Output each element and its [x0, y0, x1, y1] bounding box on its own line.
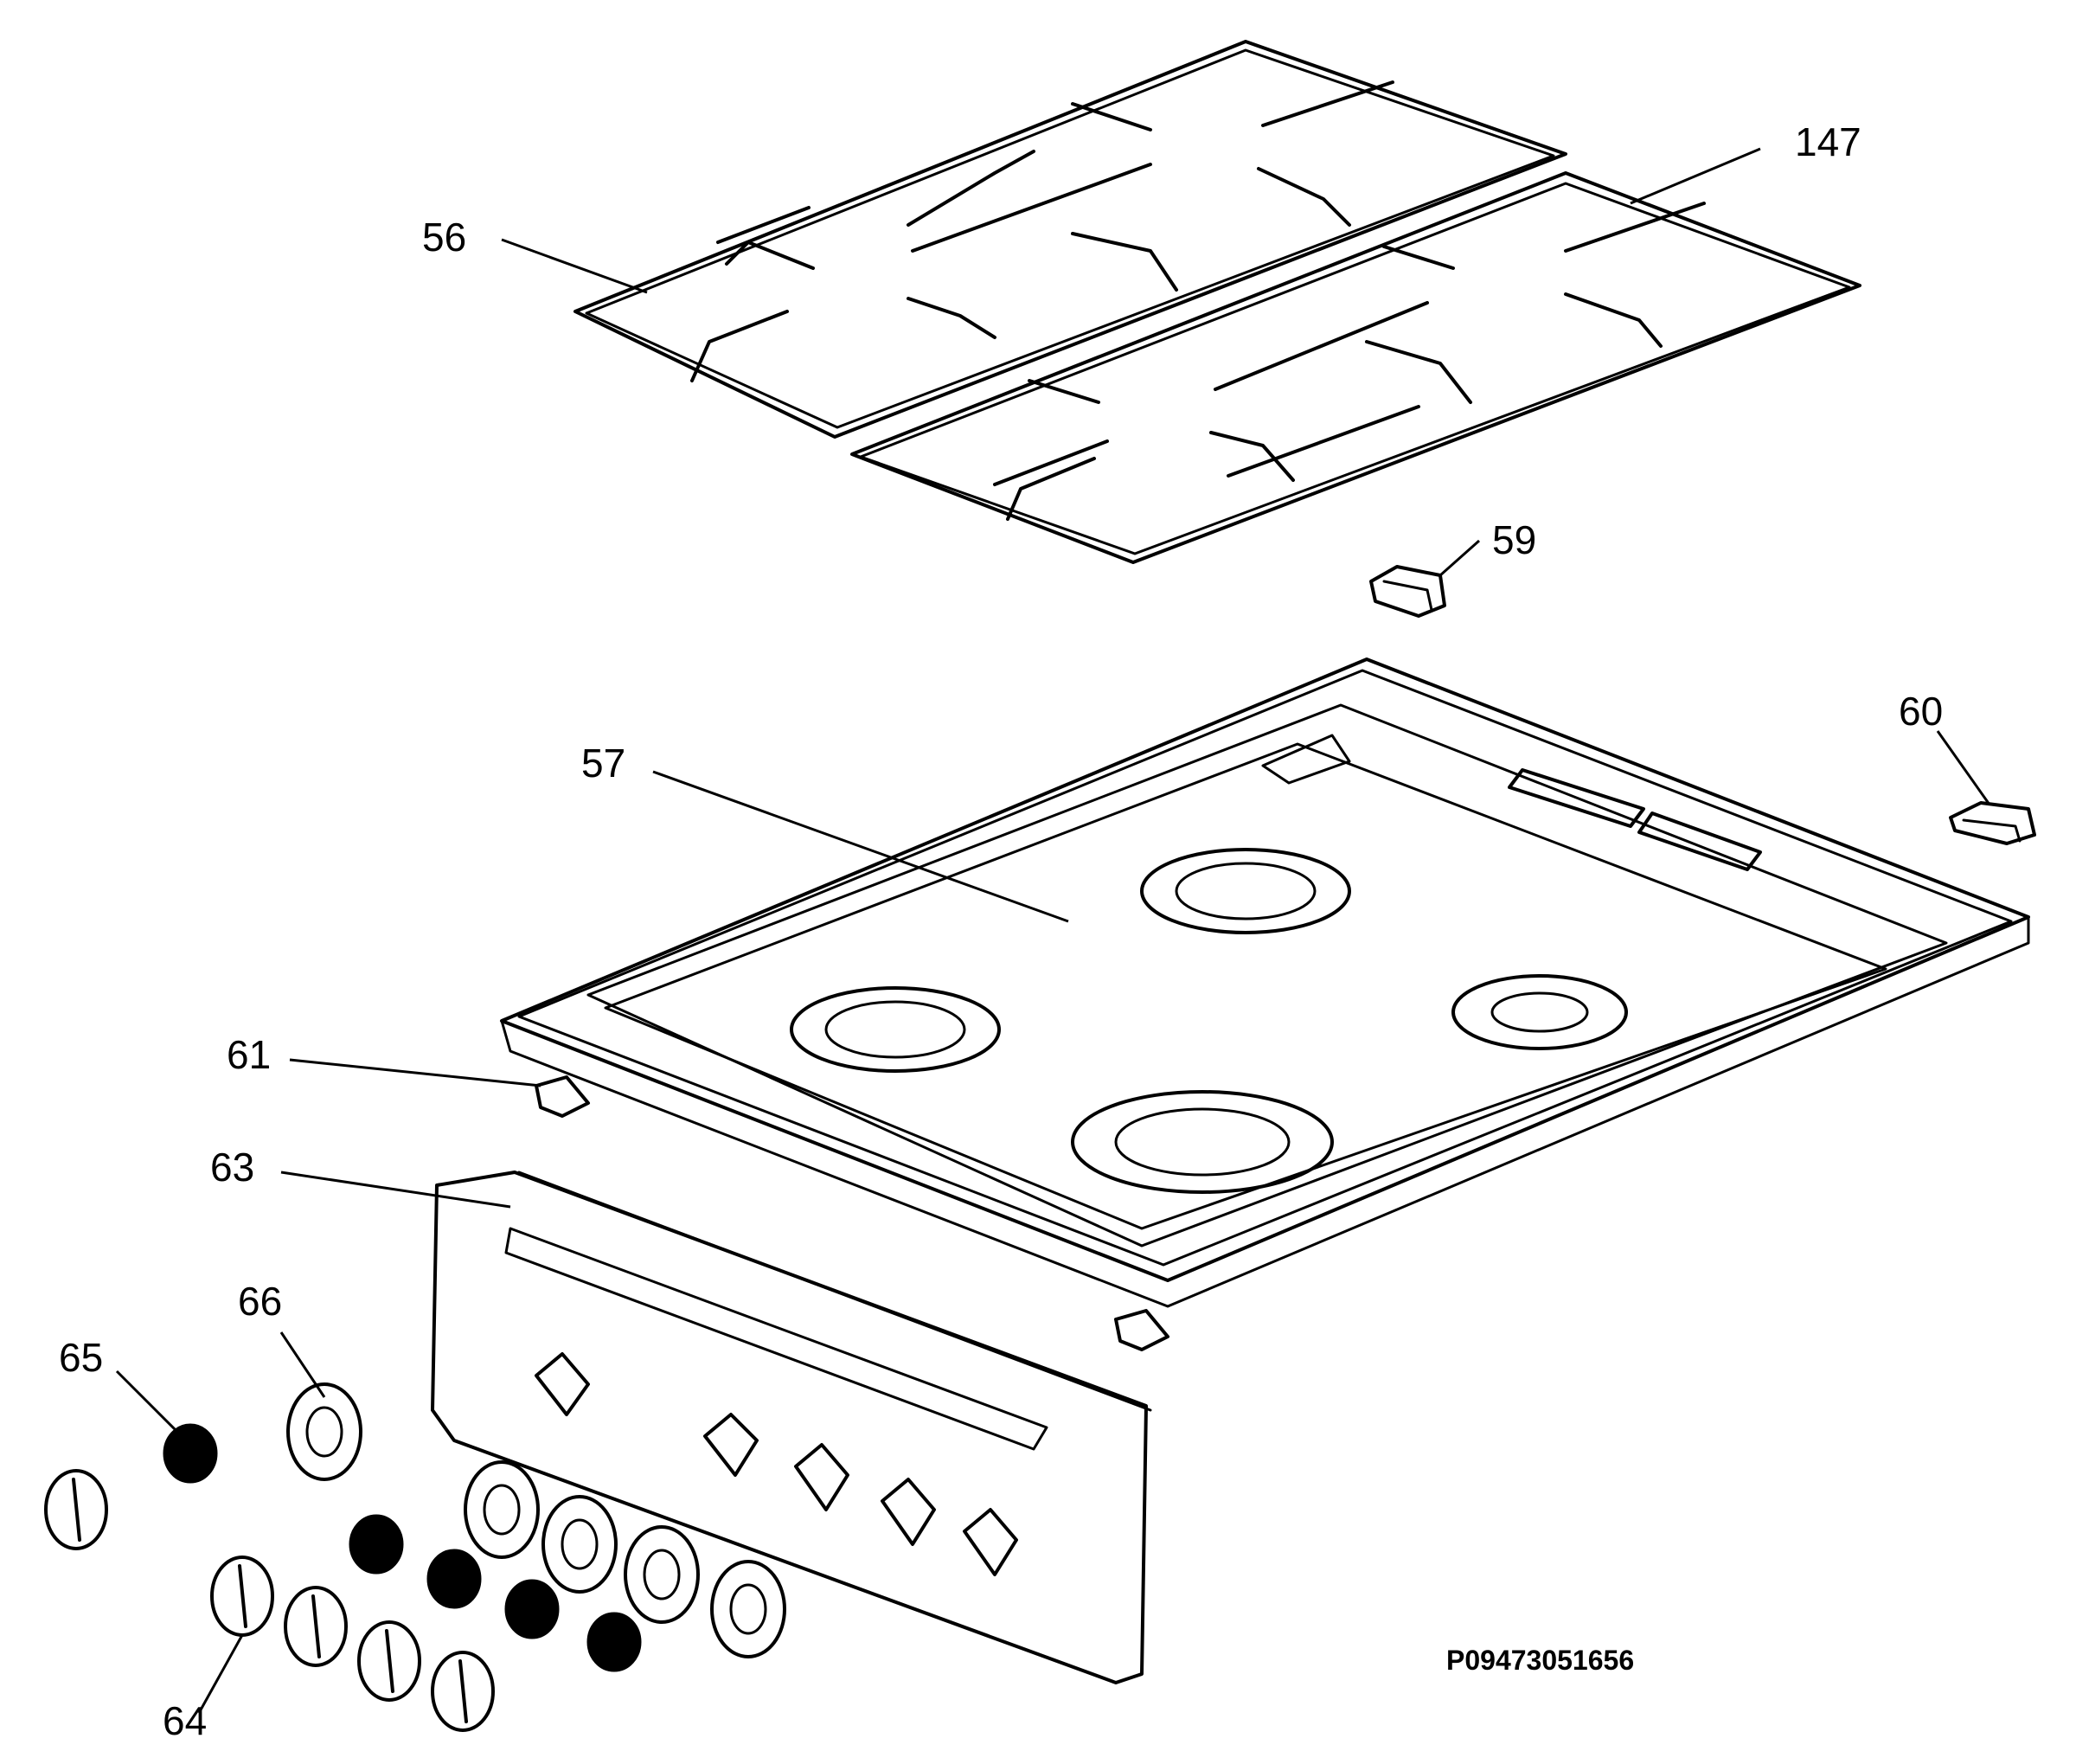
burner-front-left: [790, 986, 1001, 1073]
clip-59: [1369, 565, 1446, 618]
callout-65: 65: [59, 1335, 103, 1380]
pan-support-left: [573, 40, 1567, 439]
callout-61: 61: [227, 1032, 271, 1077]
pan-support-right: [850, 171, 1861, 564]
callout-147: 147: [1795, 119, 1861, 164]
control-panel: [431, 1171, 1152, 1684]
knob-bezels: [286, 1382, 786, 1658]
knob-inserts: [163, 1423, 642, 1672]
callout-64: 64: [163, 1698, 207, 1743]
callout-56: 56: [422, 215, 466, 260]
leader-lines: [115, 147, 1991, 1714]
control-knobs: [44, 1469, 495, 1732]
burner-back-right: [1140, 848, 1351, 934]
burner-front-right: [1451, 974, 1628, 1050]
callout-labels: 56 147 59 60 57 61 63 66 65 64 P09473051…: [59, 119, 1943, 1743]
callout-66: 66: [238, 1279, 282, 1324]
callout-57: 57: [581, 741, 625, 786]
hob-top: [500, 657, 2030, 1308]
burner-front-centre: [1071, 1090, 1334, 1194]
drawing-code: P09473051656: [1446, 1645, 1634, 1676]
callout-60: 60: [1899, 689, 1943, 734]
clip-61-second: [1114, 1309, 1169, 1351]
callout-59: 59: [1492, 517, 1536, 562]
clip-60: [1949, 801, 2036, 845]
clip-61: [535, 1075, 590, 1118]
callout-63: 63: [210, 1145, 254, 1190]
